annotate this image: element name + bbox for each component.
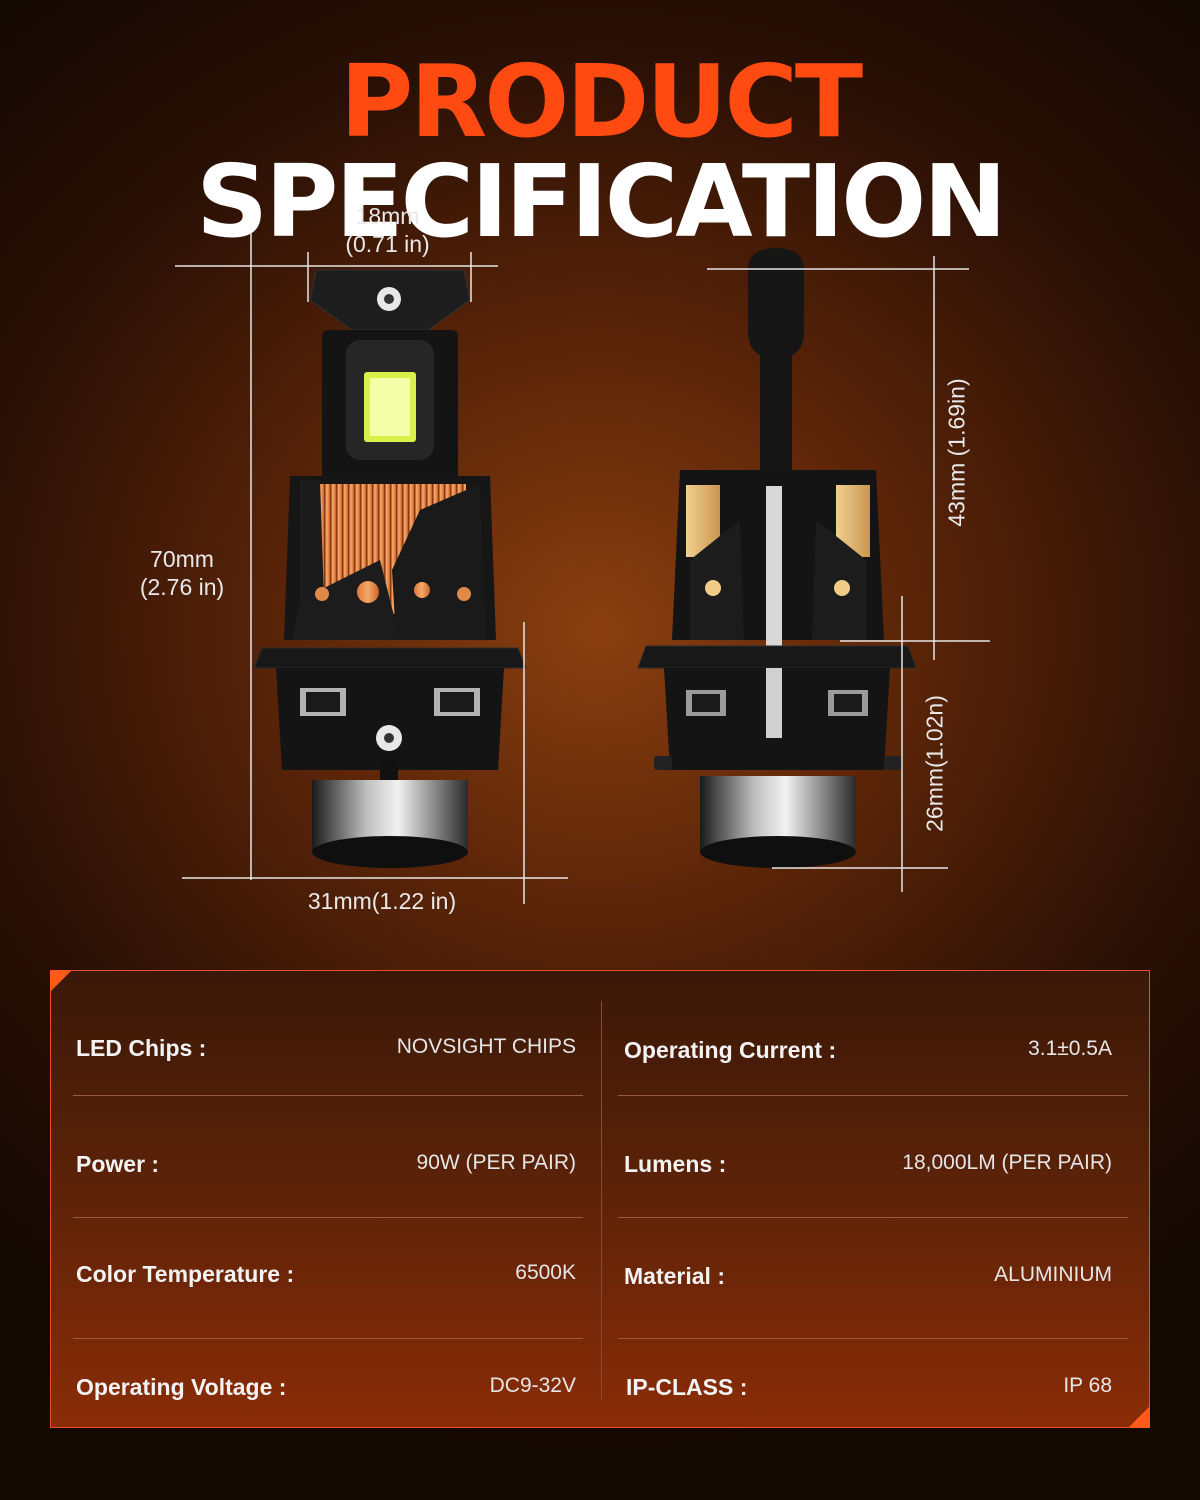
spec-value: 18,000LM (PER PAIR): [902, 1151, 1112, 1174]
product-illustration: [175, 232, 990, 904]
spec-value: NOVSIGHT CHIPS: [396, 1035, 576, 1058]
bulb-side-view: [637, 248, 917, 868]
title-word-product: PRODUCT: [339, 43, 863, 160]
spec-value: IP 68: [1063, 1374, 1112, 1397]
row-divider: [73, 1095, 583, 1096]
spec-value: 3.1±0.5A: [1028, 1037, 1112, 1060]
row-divider: [618, 1095, 1128, 1096]
dimension-lower-length: 26mm(1.02n): [921, 695, 948, 832]
spec-row-lumens: Lumens : 18,000LM (PER PAIR): [624, 1151, 1112, 1211]
row-divider: [73, 1338, 583, 1339]
dimension-height: 70mm (2.76 in): [118, 546, 246, 601]
dimension-height-mm: 70mm: [150, 546, 214, 572]
spec-value: DC9-32V: [489, 1374, 576, 1397]
column-divider: [601, 1001, 602, 1401]
spec-label: Operating Voltage :: [76, 1374, 287, 1400]
dimension-bottom-width: 31mm(1.22 in): [307, 888, 457, 914]
page-title: PRODUCT SPECIFICATION: [0, 52, 1200, 252]
spec-row-ip-class: IP-CLASS : IP 68: [626, 1374, 1112, 1434]
spec-row-led-chips: LED Chips : NOVSIGHT CHIPS: [76, 1035, 576, 1095]
row-divider: [73, 1217, 583, 1218]
spec-label: Operating Current :: [624, 1037, 837, 1063]
spec-row-operating-current: Operating Current : 3.1±0.5A: [624, 1037, 1112, 1097]
spec-label: Lumens :: [624, 1151, 727, 1177]
spec-label: Material :: [624, 1263, 725, 1289]
dimension-top-width: 18mm (0.71 in): [320, 203, 455, 258]
spec-label: IP-CLASS :: [626, 1374, 748, 1400]
dimension-top-width-in: (0.71 in): [345, 230, 430, 257]
row-divider: [618, 1338, 1128, 1339]
bulb-front-view: [253, 269, 527, 868]
dimension-upper-length: 43mm (1.69in): [943, 378, 970, 527]
spec-value: ALUMINIUM: [994, 1263, 1112, 1286]
dimension-height-in: (2.76 in): [139, 573, 225, 600]
spec-row-color-temperature: Color Temperature : 6500K: [76, 1261, 576, 1321]
spec-panel: LED Chips : NOVSIGHT CHIPS Power : 90W (…: [50, 970, 1150, 1428]
spec-value: 6500K: [515, 1261, 576, 1284]
spec-row-material: Material : ALUMINIUM: [624, 1263, 1112, 1323]
panel-corner-accent: [50, 970, 72, 992]
spec-label: Power :: [76, 1151, 160, 1177]
row-divider: [618, 1217, 1128, 1218]
spec-label: LED Chips :: [76, 1035, 207, 1061]
title-word-specification: SPECIFICATION: [196, 143, 1007, 260]
dimension-lines: [175, 232, 990, 904]
spec-row-power: Power : 90W (PER PAIR): [76, 1151, 576, 1211]
panel-corner-accent: [1128, 1406, 1150, 1428]
spec-label: Color Temperature :: [76, 1261, 295, 1287]
dimension-top-width-mm: 18mm: [355, 203, 420, 229]
spec-row-operating-voltage: Operating Voltage : DC9-32V: [76, 1374, 576, 1434]
spec-value: 90W (PER PAIR): [416, 1151, 576, 1174]
